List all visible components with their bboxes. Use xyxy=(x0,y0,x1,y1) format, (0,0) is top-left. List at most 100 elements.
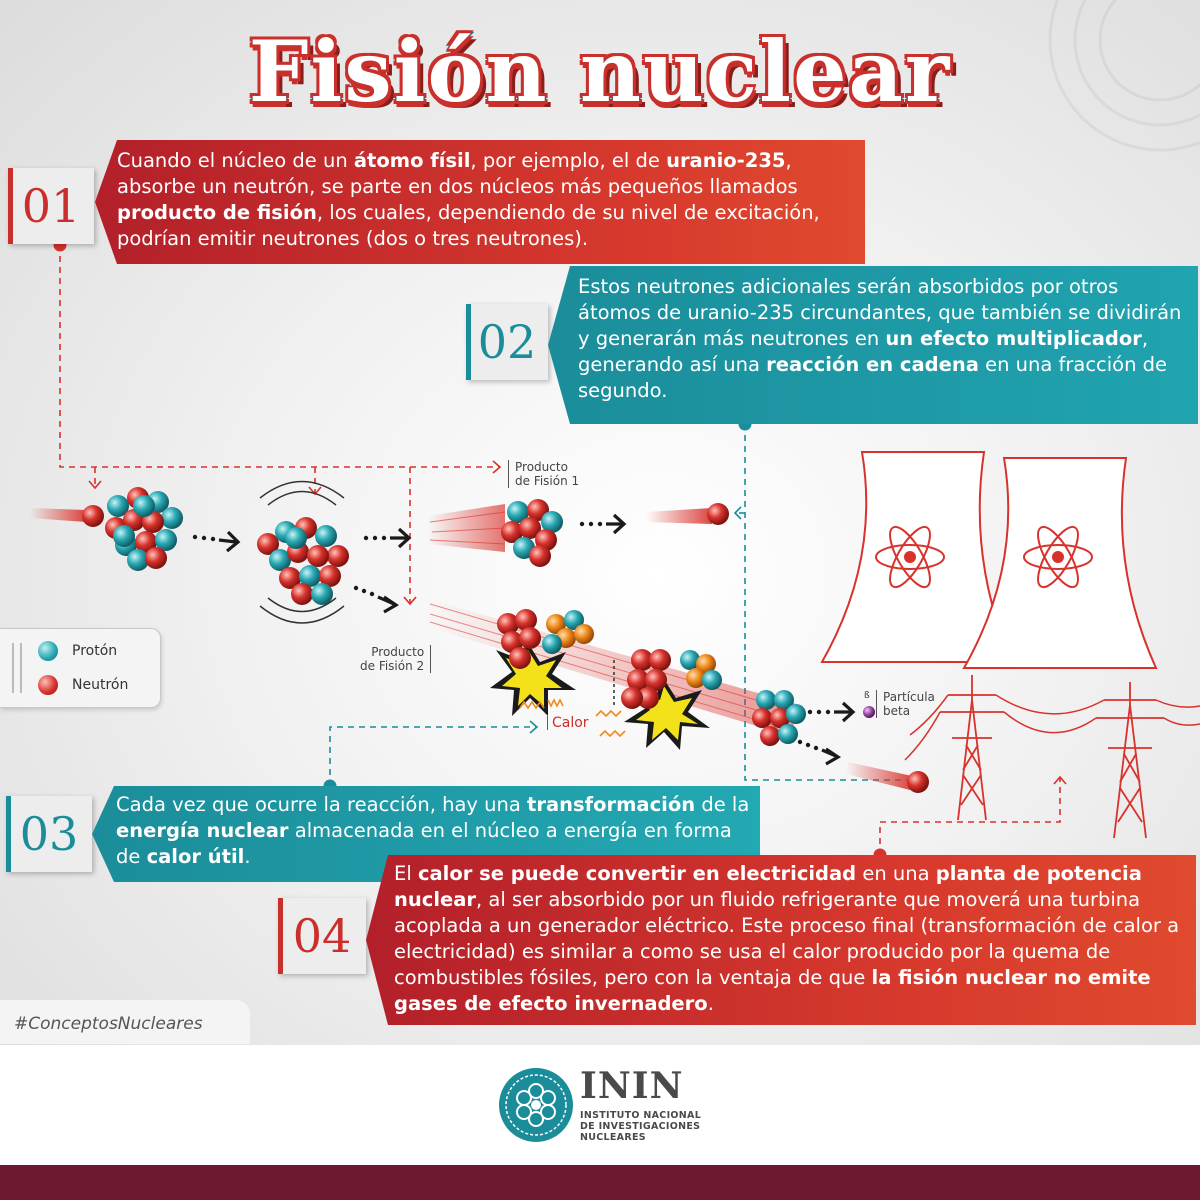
proton-icon xyxy=(38,641,58,661)
highlight-text: calor útil xyxy=(146,845,245,868)
body-text: Cada vez que ocurre la reacción, hay una xyxy=(116,793,528,816)
highlight-text: la fisión nuclear no emite gases de efec… xyxy=(394,966,1151,1015)
highlight-text: uranio-235 xyxy=(666,149,786,172)
flow-arrow-5 xyxy=(807,701,856,723)
step-number-04: 04 xyxy=(278,898,366,974)
body-text: de la xyxy=(695,793,750,816)
explosion-2 xyxy=(621,649,722,750)
step-01-banner: Cuando el núcleo de un átomo físil, por … xyxy=(95,140,865,264)
body-text: , al ser absorbido por un fluido refrige… xyxy=(394,888,1180,989)
body-text: Cuando el núcleo de un xyxy=(117,149,354,172)
infographic-canvas: Fisión nuclear 01 Cuando el núcleo de un… xyxy=(0,0,1200,1045)
step3-connector xyxy=(329,726,536,786)
legend-label: Protón xyxy=(72,643,118,659)
label-line: Producto xyxy=(515,460,568,474)
released-neutron-2 xyxy=(846,762,929,793)
final-nucleus xyxy=(752,690,806,746)
step-number-accent xyxy=(466,304,471,380)
step4-connector xyxy=(879,778,1061,855)
logo-line: DE INVESTIGACIONES xyxy=(580,1121,701,1132)
transmission-tower-left xyxy=(940,675,1004,821)
flow-arrow-1 xyxy=(192,530,241,553)
footer xyxy=(0,1045,1200,1165)
highlight-text: energía nuclear xyxy=(116,819,289,842)
body-text: . xyxy=(707,992,714,1015)
legend-item-proton: Protón xyxy=(38,641,117,661)
highlight-text: reacción en cadena xyxy=(766,353,979,376)
body-text: en una xyxy=(856,862,936,885)
label-line: de Fisión 2 xyxy=(360,659,425,673)
incoming-neutron xyxy=(30,505,104,527)
page-title: Fisión nuclear xyxy=(247,21,952,123)
power-lines xyxy=(904,694,1200,761)
highlight-text: planta de potencia nuclear xyxy=(394,862,1142,911)
step-number-02: 02 xyxy=(466,304,548,380)
highlight-text: calor se puede convertir en electricidad xyxy=(417,862,857,885)
step-number-03: 03 xyxy=(6,796,92,872)
flow-arrow-4 xyxy=(579,513,627,535)
inin-logo-subtitle: INSTITUTO NACIONAL DE INVESTIGACIONES NU… xyxy=(580,1110,701,1143)
neutron-icon xyxy=(38,675,58,695)
step-02-banner: Estos neutrones adicionales serán absorb… xyxy=(548,266,1198,424)
flow-arrow-6 xyxy=(797,739,842,766)
step-number-accent xyxy=(278,898,283,974)
label-beta-particle: Partícula beta xyxy=(876,690,935,718)
body-text: . xyxy=(244,845,251,868)
legend-divider xyxy=(20,643,22,693)
step2-connector-arrowhead xyxy=(733,506,742,520)
step-number-label: 04 xyxy=(292,909,352,963)
inin-logo-name: ININ xyxy=(580,1065,684,1107)
logo-line: INSTITUTO NACIONAL xyxy=(580,1110,702,1121)
body-text: , absorbe un neutrón, se parte en dos nú… xyxy=(117,149,798,198)
heat-waves xyxy=(519,698,626,738)
body-text: , por ejemplo, el de xyxy=(470,149,667,172)
step-number-accent xyxy=(6,796,11,872)
fission-product-1 xyxy=(428,499,563,567)
step3-connector-arrowhead xyxy=(529,720,539,734)
label-line: Producto xyxy=(371,645,425,659)
step-number-label: 02 xyxy=(477,315,537,369)
fission-diagram xyxy=(30,0,1200,862)
step4-connector-arrowhead xyxy=(1053,775,1067,785)
highlight-text: producto de fisión xyxy=(117,201,317,224)
bottom-bar xyxy=(0,1165,1200,1200)
body-text: almacenada en el núcleo a energía en for… xyxy=(116,819,732,868)
fission-product-2 xyxy=(424,598,800,736)
uranium-nucleus xyxy=(105,487,183,571)
step2-connector xyxy=(735,424,910,781)
seal-watermark xyxy=(1048,0,1200,152)
released-neutron-1 xyxy=(646,503,729,525)
step-number-accent xyxy=(8,168,13,244)
label-fission-product-1: Producto de Fisión 1 xyxy=(508,460,579,488)
step-04-banner: El calor se puede convertir en electrici… xyxy=(366,855,1196,1025)
legend-divider xyxy=(12,643,14,693)
beta-particle xyxy=(863,706,875,718)
atom-icon xyxy=(1023,525,1093,589)
inin-logo-icon xyxy=(499,1068,573,1142)
label-line: beta xyxy=(883,704,911,718)
flow-arrow-3 xyxy=(353,585,400,614)
step1-connector xyxy=(59,245,500,603)
step-number-01: 01 xyxy=(8,168,94,244)
highlight-text: transformación xyxy=(527,793,696,816)
excited-nucleus xyxy=(257,480,349,624)
body-text: en una fracción de segundo. xyxy=(578,353,1168,402)
highlight-text: átomo físil xyxy=(353,149,471,172)
legend-item-neutron: Neutrón xyxy=(38,675,128,695)
label-line: de Fisión 1 xyxy=(515,474,580,488)
transmission-tower-right xyxy=(1096,682,1164,839)
step-number-label: 01 xyxy=(21,179,81,233)
label-heat: Calor xyxy=(547,716,589,730)
label-beta-symbol: ß xyxy=(864,691,870,701)
cooling-towers xyxy=(820,451,1158,669)
hashtag: #ConceptosNucleares xyxy=(0,1000,250,1044)
atom-icon xyxy=(875,525,945,589)
logo-line: NUCLEARES xyxy=(580,1132,646,1143)
legend-label: Neutrón xyxy=(72,677,129,693)
highlight-text: un efecto multiplicador xyxy=(885,327,1142,350)
flow-arrow-2 xyxy=(363,527,412,549)
body-text: , los cuales, dependiendo de su nivel de… xyxy=(117,201,820,250)
step-number-label: 03 xyxy=(19,807,79,861)
body-text: El xyxy=(394,862,418,885)
label-line: Partícula xyxy=(883,690,935,704)
